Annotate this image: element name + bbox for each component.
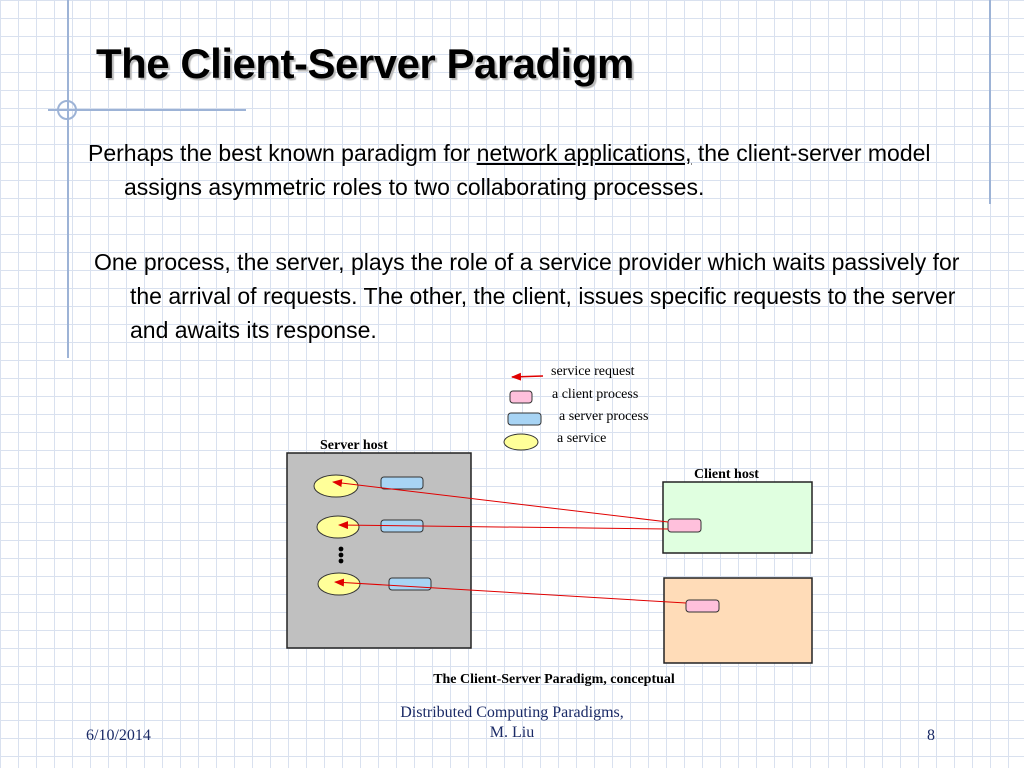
decor-vertical-line-right (989, 0, 991, 204)
paragraph-1: Perhaps the best known paradigm for netw… (88, 136, 964, 204)
legend: service request a client process a serve… (503, 364, 648, 451)
legend-server-process-swatch (507, 412, 542, 426)
server-process-1 (380, 476, 424, 490)
decor-vertical-line-left (67, 0, 69, 358)
request-arrow-2 (338, 521, 669, 530)
legend-server-process-label: a server process (559, 409, 648, 424)
service-1 (313, 474, 359, 498)
slide-title: The Client-Server Paradigm (96, 40, 634, 87)
client-process-1 (667, 518, 702, 533)
legend-client-process-swatch (509, 390, 533, 404)
network-applications-link[interactable]: network applications, (476, 140, 692, 166)
decor-horizontal-line (48, 109, 246, 111)
request-arrow-1 (332, 479, 669, 523)
server-host-label: Server host (320, 438, 388, 453)
service-3 (317, 572, 361, 596)
paragraph-1-text-a: Perhaps the best known paradigm for (88, 140, 477, 166)
server-process-3 (388, 577, 432, 591)
client-host-1-box (662, 481, 813, 554)
diagram-caption: The Client-Server Paradigm, conceptual (433, 672, 675, 687)
paragraph-1-text-b: the client-server model assigns asymmetr… (124, 140, 931, 200)
ellipsis-dots (338, 546, 344, 564)
request-arrow-3 (334, 578, 687, 604)
footer-title-line-2: M. Liu (489, 724, 535, 741)
service-2 (316, 515, 360, 539)
footer-title-line-1: Distributed Computing Paradigms, (400, 704, 624, 721)
legend-service-request-arrow (511, 372, 544, 381)
paragraph-2: One process, the server, plays the role … (94, 249, 960, 343)
footer-title: Distributed Computing Paradigms, M. Liu (360, 703, 664, 743)
footer-date: 6/10/2014 (86, 727, 151, 744)
legend-client-process-label: a client process (552, 387, 638, 402)
client-process-2 (685, 599, 720, 613)
page-number: 8 (927, 727, 935, 744)
legend-service-swatch (503, 433, 539, 451)
client-host-2-box (663, 577, 813, 664)
client-host-label: Client host (694, 467, 759, 482)
server-host-box (286, 452, 472, 649)
legend-service-label: a service (557, 431, 606, 446)
decor-circle (57, 100, 77, 120)
legend-service-request-label: service request (551, 364, 635, 379)
